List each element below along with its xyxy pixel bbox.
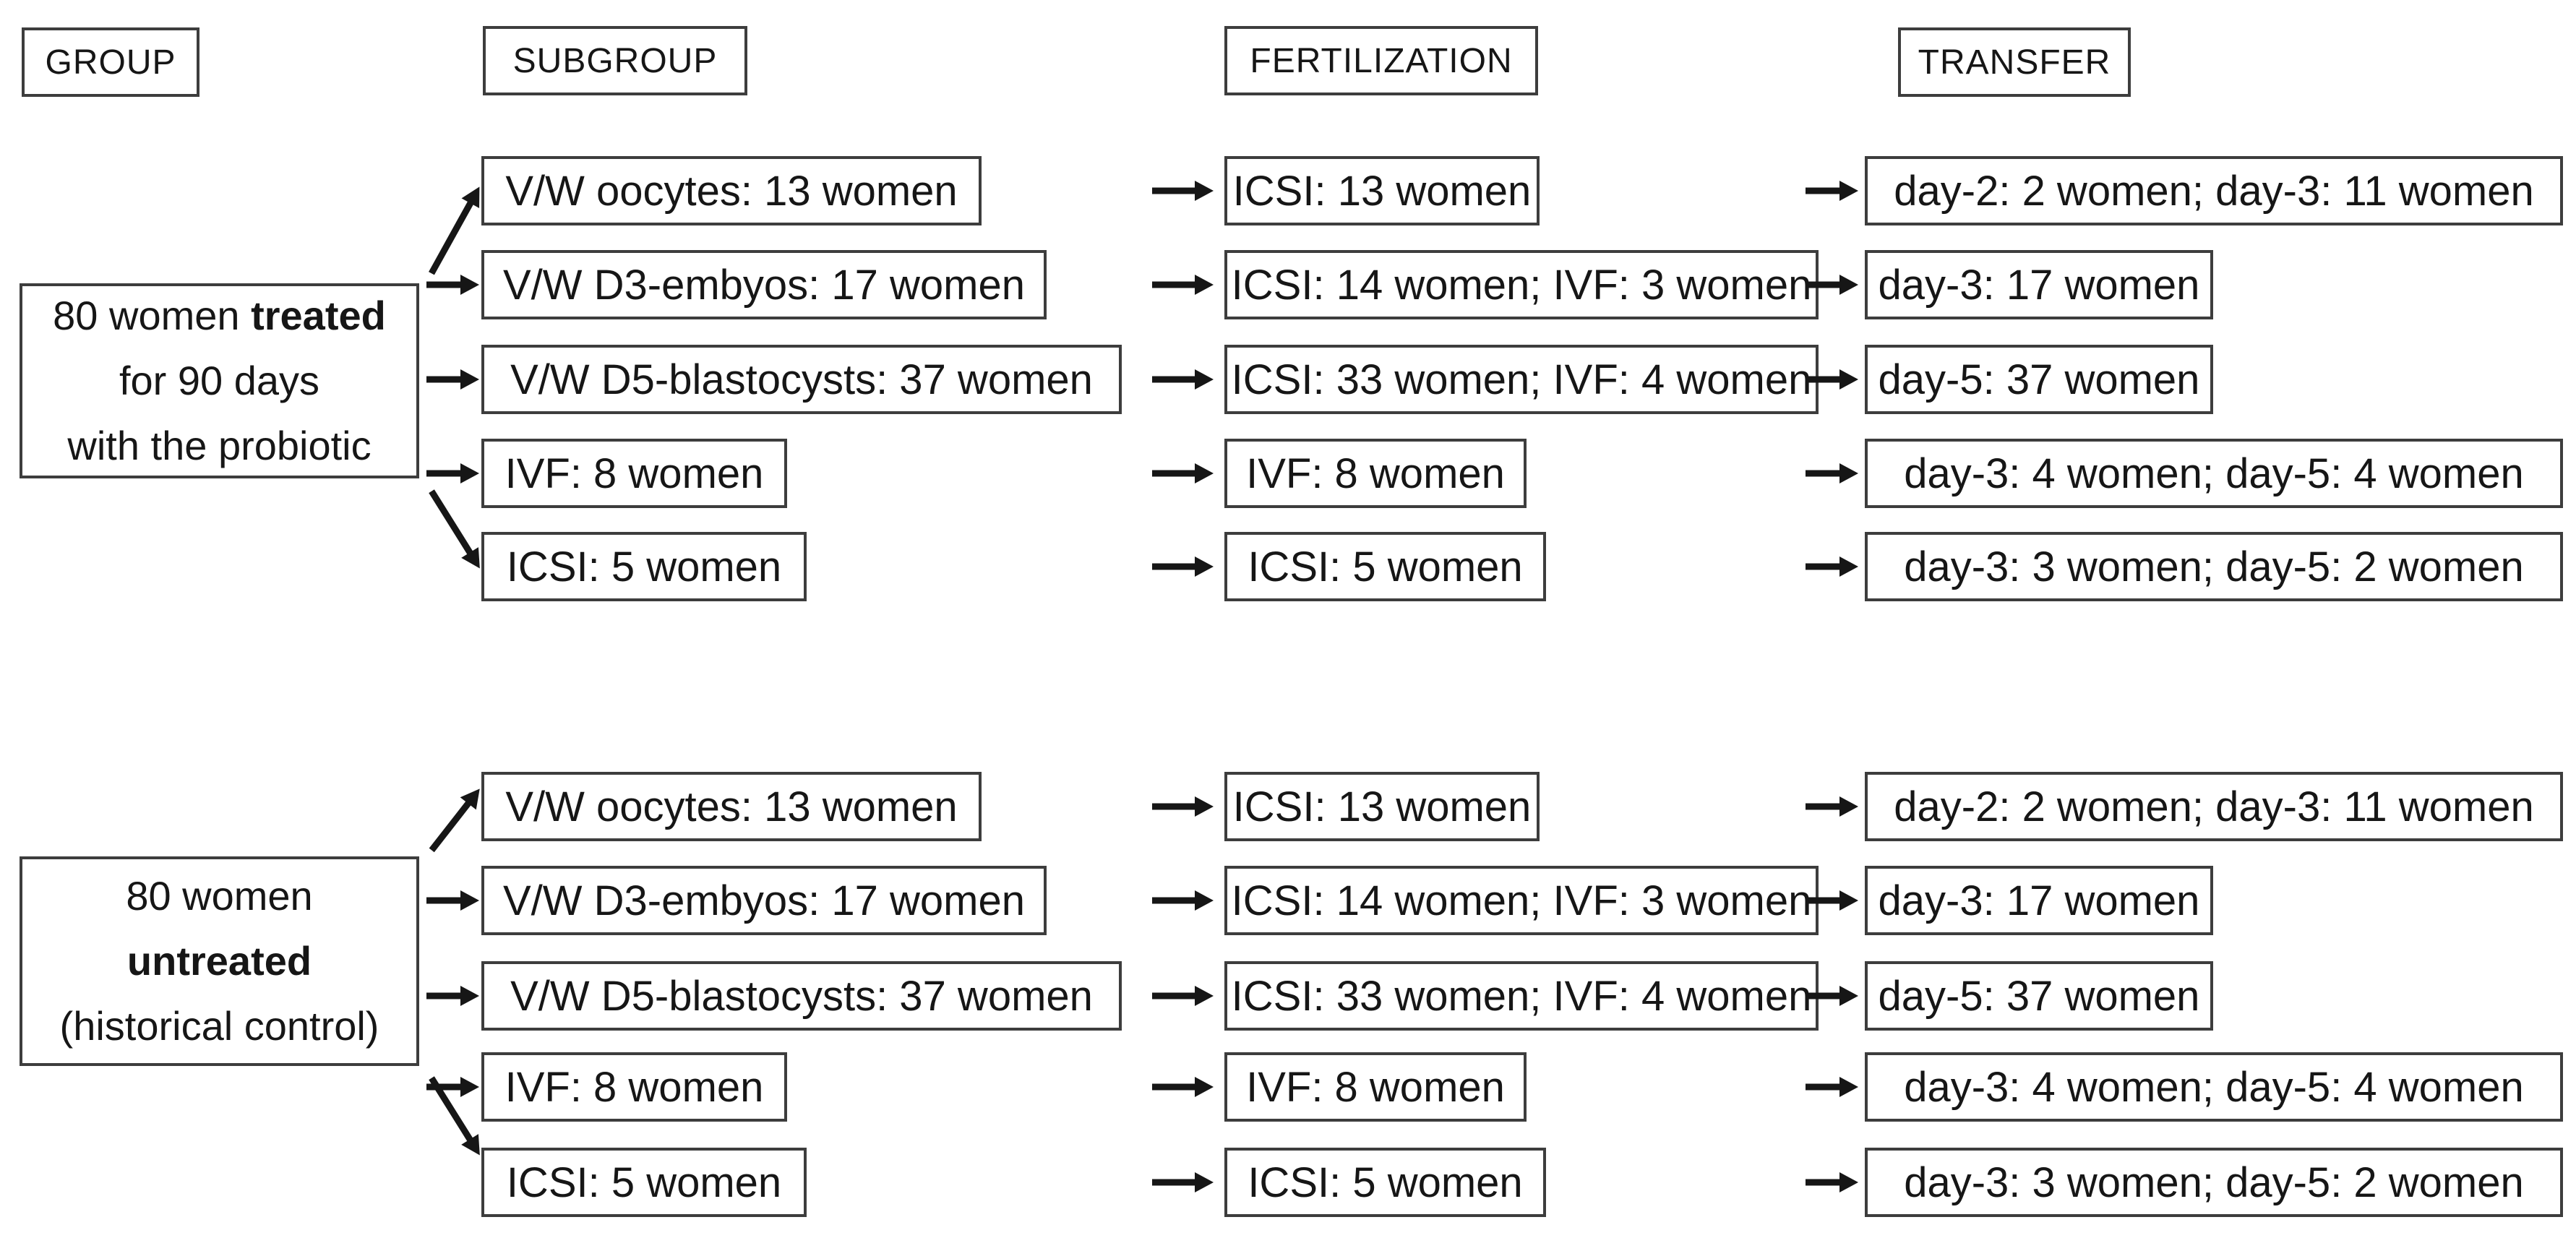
subgroup-box: IVF: 8 women (481, 1052, 787, 1122)
subgroup-box: V/W D3-embyos: 17 women (481, 866, 1047, 935)
arrow-right-icon (1804, 888, 1859, 913)
arrow-up-right-icon (420, 180, 491, 280)
transfer-box: day-2: 2 women; day-3: 11 women (1865, 156, 2563, 225)
transfer-box: day-3: 3 women; day-5: 2 women (1865, 532, 2563, 601)
arrow-up-right-icon (421, 781, 490, 859)
fertilization-box: ICSI: 5 women (1224, 532, 1546, 601)
fertilization-box: ICSI: 13 women (1224, 156, 1540, 225)
transfer-box: day-3: 17 women (1865, 866, 2213, 935)
arrow-right-icon (1804, 794, 1859, 819)
group-box-line: for 90 days (119, 358, 320, 403)
arrow-right-icon (1804, 179, 1859, 203)
arrow-right-icon (1151, 794, 1214, 819)
arrow-right-icon (1804, 272, 1859, 297)
arrow-right-icon (425, 984, 480, 1008)
arrow-right-icon (1804, 554, 1859, 579)
group-box-line: with the probiotic (67, 423, 372, 468)
subgroup-box: ICSI: 5 women (481, 532, 807, 601)
column-header-fertilization: FERTILIZATION (1224, 26, 1538, 95)
group-box-line: 80 women treated (53, 293, 386, 338)
subgroup-box: V/W oocytes: 13 women (481, 772, 982, 841)
subgroup-box: V/W D3-embyos: 17 women (481, 250, 1047, 319)
transfer-box: day-5: 37 women (1865, 961, 2213, 1031)
group-box-line: 80 women (126, 873, 313, 919)
transfer-box: day-3: 4 women; day-5: 4 women (1865, 439, 2563, 508)
arrow-down-right-icon (421, 1070, 491, 1162)
arrow-right-icon (1804, 1170, 1859, 1195)
arrow-right-icon (425, 367, 480, 392)
arrow-right-icon (425, 888, 480, 913)
subgroup-box: V/W D5-blastocysts: 37 women (481, 961, 1122, 1031)
arrow-right-icon (1151, 1075, 1214, 1099)
transfer-box: day-3: 4 women; day-5: 4 women (1865, 1052, 2563, 1122)
transfer-box: day-3: 17 women (1865, 250, 2213, 319)
arrow-right-icon (1804, 461, 1859, 486)
arrow-right-icon (1804, 367, 1859, 392)
group-box-treated: 80 women treated for 90 days with the pr… (20, 283, 419, 478)
arrow-right-icon (1151, 554, 1214, 579)
column-header-subgroup: SUBGROUP (483, 26, 747, 95)
arrow-right-icon (1804, 984, 1859, 1008)
transfer-box: day-5: 37 women (1865, 345, 2213, 414)
column-header-group: GROUP (22, 27, 199, 97)
arrow-down-right-icon (421, 483, 491, 575)
arrow-right-icon (425, 272, 480, 297)
fertilization-box: ICSI: 13 women (1224, 772, 1540, 841)
arrow-right-icon (1151, 1170, 1214, 1195)
arrow-right-icon (1151, 888, 1214, 913)
column-header-transfer: TRANSFER (1898, 27, 2131, 97)
fertilization-box: IVF: 8 women (1224, 439, 1527, 508)
arrow-right-icon (1151, 272, 1214, 297)
subgroup-box: ICSI: 5 women (481, 1148, 807, 1217)
fertilization-box: ICSI: 5 women (1224, 1148, 1546, 1217)
group-box-line: untreated (126, 938, 312, 984)
group-box-line: (historical control) (59, 1003, 379, 1049)
fertilization-box: ICSI: 33 women; IVF: 4 women (1224, 345, 1819, 414)
subgroup-box: V/W D5-blastocysts: 37 women (481, 345, 1122, 414)
arrow-right-icon (1151, 367, 1214, 392)
group-box-untreated: 80 women untreated (historical control) (20, 856, 419, 1066)
arrow-right-icon (1151, 179, 1214, 203)
fertilization-box: IVF: 8 women (1224, 1052, 1527, 1122)
arrow-right-icon (425, 1075, 480, 1099)
subgroup-box: IVF: 8 women (481, 439, 787, 508)
arrow-right-icon (1151, 461, 1214, 486)
arrow-right-icon (425, 461, 480, 486)
transfer-box: day-2: 2 women; day-3: 11 women (1865, 772, 2563, 841)
arrow-right-icon (1151, 984, 1214, 1008)
fertilization-box: ICSI: 33 women; IVF: 4 women (1224, 961, 1819, 1031)
transfer-box: day-3: 3 women; day-5: 2 women (1865, 1148, 2563, 1217)
fertilization-box: ICSI: 14 women; IVF: 3 women (1224, 250, 1819, 319)
fertilization-box: ICSI: 14 women; IVF: 3 women (1224, 866, 1819, 935)
arrow-right-icon (1804, 1075, 1859, 1099)
subgroup-box: V/W oocytes: 13 women (481, 156, 982, 225)
